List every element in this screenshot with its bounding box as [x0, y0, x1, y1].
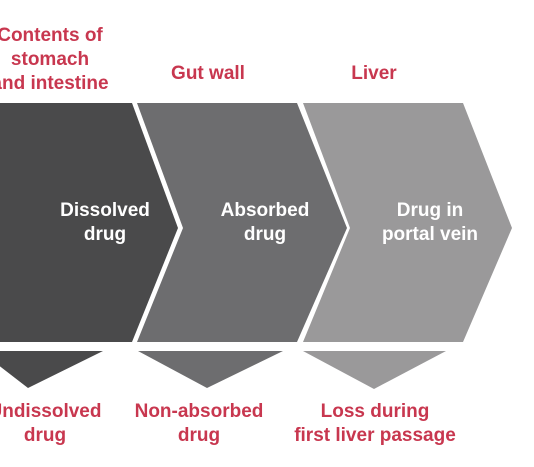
- stage-1-chevron: [0, 103, 178, 342]
- stage-2-text: Absorbed drug: [220, 200, 310, 245]
- stage-1-text: Dissolved drug: [60, 200, 150, 245]
- stage-1-down-arrow: [0, 351, 103, 388]
- stage-2-down-arrow: [138, 351, 283, 388]
- stage-3-text: Drug in portal vein: [381, 200, 479, 245]
- stage-1-bottom-label: Undissolved drug: [0, 401, 102, 446]
- stage-3-chevron: [303, 103, 512, 342]
- stage-3-top-label: Liver: [351, 63, 397, 84]
- stage-2-chevron: [137, 103, 347, 342]
- stage-2-bottom-label: Non-absorbed drug: [134, 401, 264, 446]
- stage-1-top-label: Contents of stomach and intestine: [0, 25, 109, 94]
- stage-2-top-label: Gut wall: [171, 63, 245, 84]
- stage-3-down-arrow: [303, 351, 446, 389]
- stage-3-bottom-label: Loss during first liver passage: [294, 401, 456, 446]
